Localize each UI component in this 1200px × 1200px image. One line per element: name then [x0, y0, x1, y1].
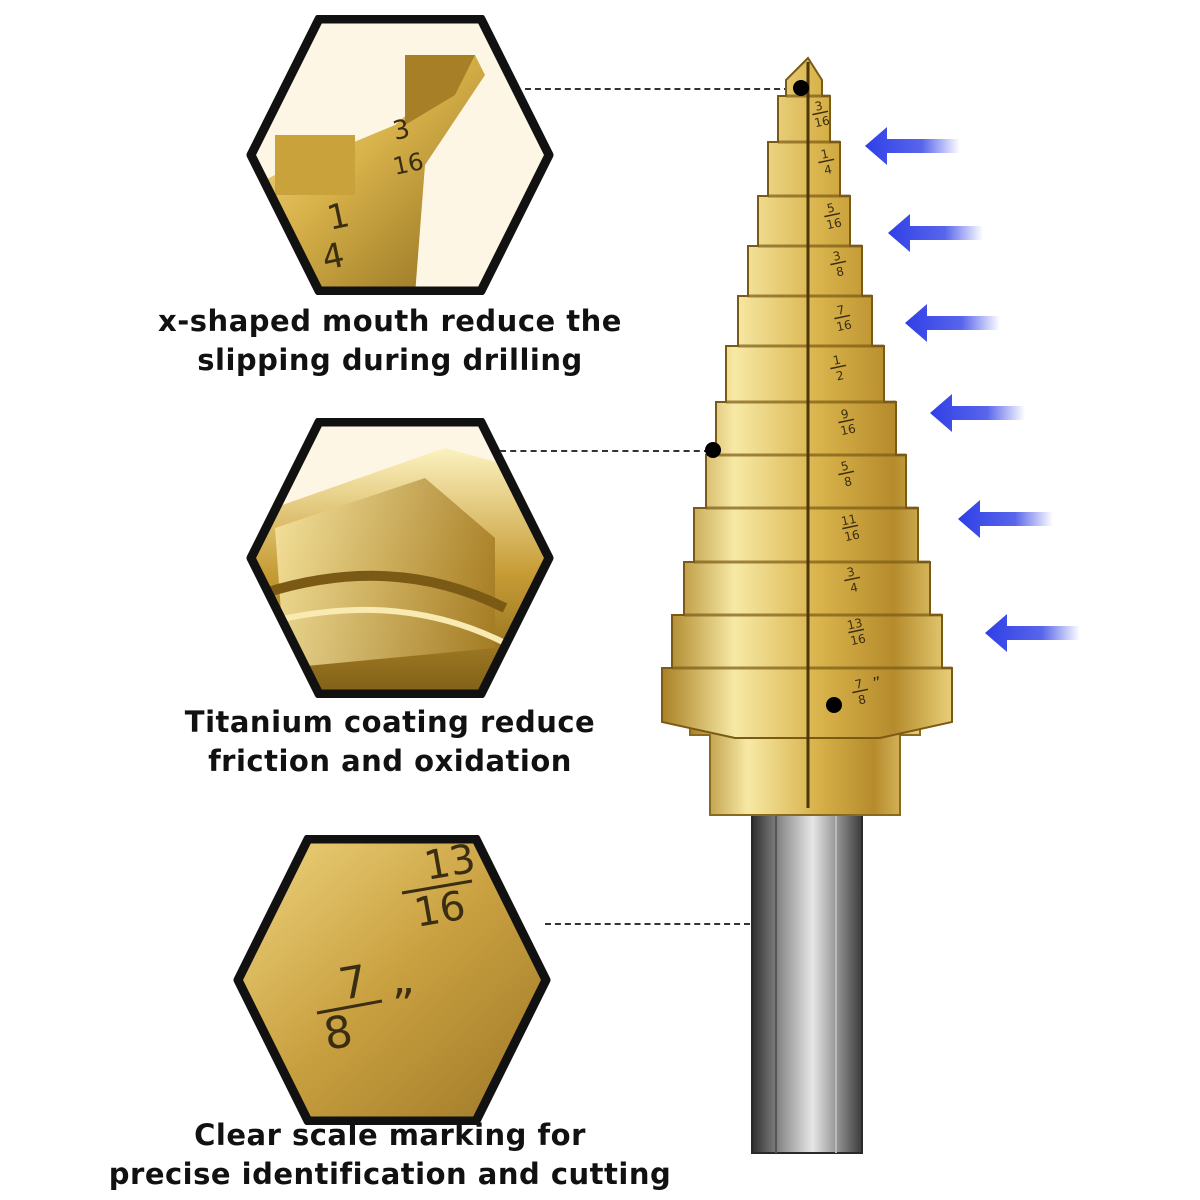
svg-text:7: 7	[836, 302, 846, 317]
scale-mark: 916	[838, 406, 857, 438]
caption-line: slipping during drilling	[197, 343, 583, 377]
caption-line: Titanium coating reduce	[184, 705, 596, 739]
svg-text:8: 8	[843, 474, 853, 489]
caption-line: Clear scale marking for	[194, 1118, 586, 1152]
callout-dot-tip	[793, 80, 809, 96]
svg-text:4: 4	[823, 162, 833, 177]
coating-closeup-hexagon	[245, 418, 555, 698]
callout-line-tip	[525, 88, 800, 90]
svg-text:16: 16	[849, 631, 867, 648]
svg-text:16: 16	[843, 527, 861, 544]
left-arrow-icon	[865, 125, 960, 171]
svg-text:16: 16	[411, 883, 469, 937]
caption-line: precise identification and cutting	[108, 1157, 672, 1191]
scale-mark: 34	[844, 564, 861, 595]
svg-text:3: 3	[814, 98, 824, 113]
svg-text:11: 11	[840, 512, 858, 529]
hex-shank	[751, 807, 863, 1154]
svg-text:8: 8	[857, 692, 867, 707]
svg-text:16: 16	[813, 113, 831, 130]
svg-text:8: 8	[835, 264, 845, 279]
left-arrow-icon	[930, 392, 1025, 438]
svg-text:16: 16	[825, 215, 843, 232]
svg-text:9: 9	[840, 406, 850, 421]
svg-text:13: 13	[846, 616, 864, 633]
svg-text:3: 3	[832, 248, 842, 263]
svg-text:5: 5	[840, 458, 850, 473]
callout-dot-coating	[705, 442, 721, 458]
svg-text:2: 2	[835, 368, 845, 383]
caption-line: x-shaped mouth reduce the	[158, 304, 622, 338]
scale-mark: 516	[824, 200, 843, 232]
scale-closeup-hexagon: 13 16 7 8 ”	[232, 835, 552, 1125]
scale-mark: 12	[830, 352, 847, 383]
feature-caption-coating: Titanium coating reduce friction and oxi…	[110, 703, 670, 781]
scale-mark: 716	[834, 302, 853, 334]
svg-text:16: 16	[839, 421, 857, 438]
svg-text:16: 16	[835, 317, 853, 334]
callout-line-coating	[500, 450, 710, 452]
callout-dot-scale	[826, 697, 842, 713]
svg-text:1: 1	[820, 146, 830, 161]
left-arrow-icon	[985, 612, 1080, 658]
svg-text:4: 4	[849, 580, 859, 595]
scale-mark: 78 ”	[852, 673, 883, 707]
svg-text:3: 3	[390, 114, 412, 147]
scale-mark: 14	[818, 146, 835, 177]
callout-line-scale	[545, 923, 750, 925]
feature-caption-scale: Clear scale marking for precise identifi…	[40, 1116, 740, 1194]
svg-text:”: ”	[392, 980, 415, 1031]
svg-text:16: 16	[390, 147, 426, 181]
svg-text:7: 7	[854, 676, 864, 691]
left-arrow-icon	[905, 302, 1000, 348]
svg-text:5: 5	[826, 200, 836, 215]
feature-caption-tip: x-shaped mouth reduce the slipping durin…	[110, 302, 670, 380]
left-arrow-icon	[888, 212, 983, 258]
caption-line: friction and oxidation	[208, 744, 572, 778]
left-arrow-icon	[958, 498, 1053, 544]
svg-text:3: 3	[846, 564, 856, 579]
tip-closeup-hexagon: 3 16 1 4	[245, 15, 555, 295]
scale-mark: 316	[812, 98, 831, 130]
scale-mark: 38	[830, 248, 847, 279]
svg-text:”: ”	[871, 673, 883, 693]
scale-mark: 58	[838, 458, 855, 489]
svg-text:1: 1	[832, 352, 842, 367]
